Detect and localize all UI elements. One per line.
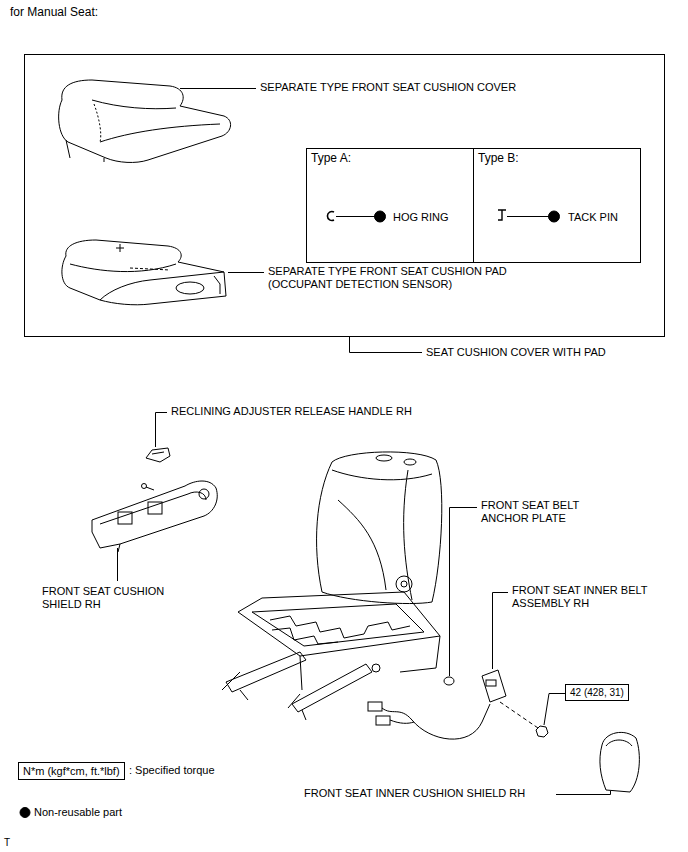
leader-line — [117, 548, 118, 581]
assembly-line — [500, 702, 538, 728]
legend-text: : Specified torque — [129, 764, 215, 777]
leader-line — [544, 694, 565, 726]
non-reusable-dot — [549, 211, 560, 222]
type-heading: Type B: — [478, 152, 519, 166]
non-reusable-dot — [375, 211, 386, 222]
part-label: HOG RING — [393, 211, 449, 224]
part-label: FRONT SEAT BELT ANCHOR PLATE — [481, 499, 606, 524]
leader-line — [180, 88, 256, 89]
part-label: SEPARATE TYPE FRONT SEAT CUSHION PAD (OC… — [268, 265, 543, 290]
wire-harness — [368, 702, 490, 739]
legend-text: Non-reusable part — [34, 806, 122, 819]
leader-line — [350, 336, 423, 353]
leader-line — [336, 216, 375, 217]
tack-pin-symbol — [498, 210, 506, 220]
figure-code: T — [4, 837, 10, 849]
part-label: FRONT SEAT INNER CUSHION SHIELD RH — [304, 787, 525, 800]
type-cell: Type B: TACK PIN — [473, 148, 641, 263]
hog-ring-symbol — [327, 212, 334, 221]
part-label: FRONT SEAT CUSHION SHIELD RH — [42, 585, 192, 610]
legend-box: N*m (kgf*cm, ft.*lbf) — [18, 762, 125, 780]
release-handle — [146, 448, 170, 462]
part-label: SEPARATE TYPE FRONT SEAT CUSHION COVER — [260, 81, 516, 94]
leader-line — [507, 216, 549, 217]
type-heading: Type A: — [311, 152, 351, 166]
type-cell: Type A: HOG RING — [306, 148, 474, 263]
inner-belt — [482, 670, 506, 702]
front-seat — [222, 452, 442, 720]
part-label: RECLINING ADJUSTER RELEASE HANDLE RH — [171, 405, 412, 418]
cushion-cover — [59, 80, 231, 162]
handle-detail — [152, 452, 164, 454]
inner-cushion-shield — [600, 732, 639, 792]
non-reusable-dot — [20, 808, 30, 818]
leader-line — [450, 508, 478, 677]
leader-line — [228, 272, 264, 273]
part-label: SEAT CUSHION COVER WITH PAD — [426, 346, 606, 359]
part-label: TACK PIN — [568, 211, 618, 224]
part-label: FRONT SEAT INNER BELT ASSEMBLY RH — [512, 584, 677, 609]
group-frame — [25, 55, 665, 337]
leader-line — [493, 593, 509, 670]
cushion-pad — [62, 240, 226, 305]
nut — [536, 726, 548, 737]
cushion-shield — [92, 481, 217, 552]
leader-line — [156, 413, 168, 448]
leader-line — [556, 791, 611, 795]
torque-box: 42 (428, 31) — [565, 684, 629, 701]
anchor-plate — [444, 677, 454, 685]
heading: for Manual Seat: — [10, 6, 98, 20]
screw — [142, 484, 155, 491]
box-text: N*m (kgf*cm, ft.*lbf) — [23, 765, 120, 778]
box-text: 42 (428, 31) — [570, 687, 624, 699]
